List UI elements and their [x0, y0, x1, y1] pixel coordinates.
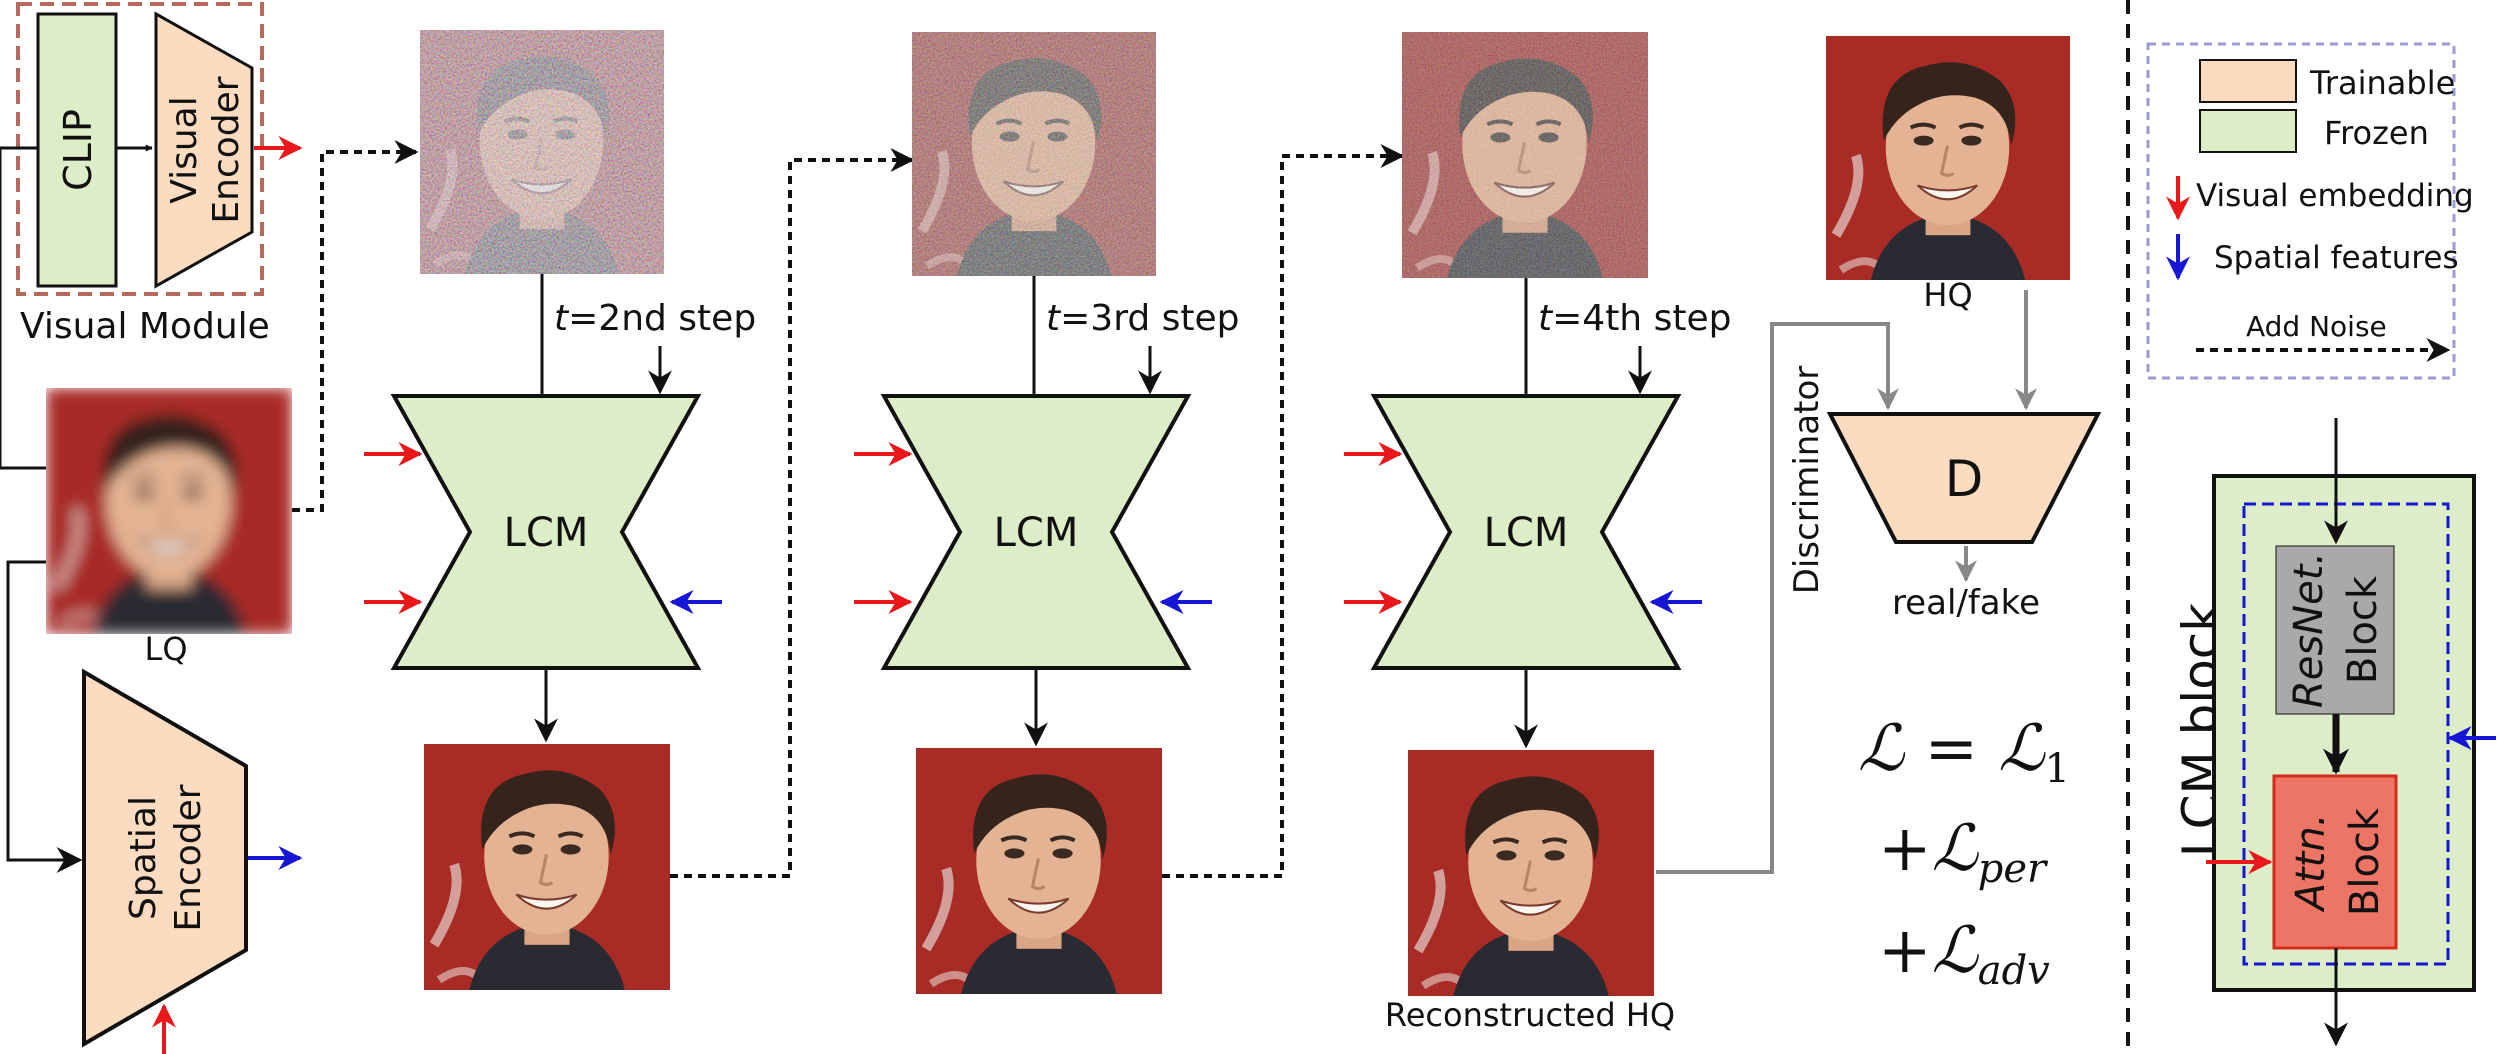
noisy-image-3	[1402, 32, 1648, 278]
legend-spatial-features-label: Spatial features	[2214, 240, 2459, 276]
noisy-image-1	[420, 30, 664, 274]
reconstructed-hq-label: Reconstructed HQ	[1385, 996, 1675, 1034]
legend-frozen-label: Frozen	[2324, 114, 2429, 152]
visual-encoder-box	[154, 11, 254, 289]
visual-module-border	[16, 2, 264, 296]
lq-label: LQ	[144, 630, 187, 668]
legend: Trainable Frozen Visual embedding Spatia…	[2146, 42, 2474, 380]
loss-line-2: +ℒper	[1878, 812, 2049, 892]
legend-visual-embedding-label: Visual embedding	[2196, 178, 2474, 214]
hq-label: HQ	[1923, 276, 1972, 314]
legend-trainable-label: Trainable	[2309, 64, 2455, 102]
discriminator-side-label: Discriminator	[1787, 366, 1827, 595]
step-2: t=3rd step LCM	[854, 32, 1240, 994]
visual-encoder-label-2: Encoder	[206, 76, 247, 223]
visual-encoder-label-1: Visual	[164, 96, 205, 203]
spatial-encoder-label-1: Spatial	[123, 796, 164, 920]
legend-frozen-swatch	[2199, 109, 2297, 153]
output-image-2	[916, 748, 1162, 994]
step-1: t=2nd step LCM	[364, 30, 756, 990]
discriminator: HQ Discriminator D real/fake	[1656, 36, 2102, 874]
reconstructed-to-discriminator-arrow	[1656, 322, 1899, 874]
loss-line-3: +ℒadv	[1878, 914, 2050, 994]
visual-module: CLIP Visual Encoder Visual Module	[16, 2, 303, 347]
lq-image	[46, 388, 292, 634]
legend-trainable-swatch	[2199, 59, 2297, 103]
visual-module-title: Visual Module	[20, 306, 270, 347]
lcm-3	[1370, 394, 1682, 670]
clip-box	[36, 12, 118, 288]
resnet-block-label-2: Block	[2340, 575, 2386, 684]
loss-equation: ℒ = ℒ1 +ℒper +ℒadv	[1858, 712, 2070, 994]
step-2-label: t=3rd step	[1046, 298, 1240, 339]
lcm-1	[390, 394, 702, 670]
lcm-2-label: LCM	[994, 510, 1079, 556]
noisy-image-2	[912, 32, 1156, 276]
lcm-block-detail: LCM block ResNet. Block Attn. Block	[2172, 418, 2496, 1047]
attn-block	[2272, 774, 2398, 950]
hq-image	[1826, 36, 2070, 280]
output-image-1	[424, 744, 670, 990]
output-2-add-noise-path	[1162, 144, 1405, 878]
lq-to-spatial-encoder-line	[6, 560, 83, 873]
discriminator-box	[1826, 412, 2102, 544]
output-1-add-noise-path	[670, 148, 915, 878]
spatial-encoder: Spatial Encoder	[82, 668, 303, 1054]
attn-block-label-2: Block	[2342, 807, 2388, 916]
lcm-3-label: LCM	[1484, 510, 1569, 556]
discriminator-box-label: D	[1945, 450, 1984, 508]
lq-add-noise-path	[292, 140, 419, 512]
resnet-block-label-1: ResNet.	[2286, 552, 2332, 708]
spatial-encoder-box	[82, 668, 248, 1048]
lq-to-clip-line	[0, 146, 46, 470]
legend-border	[2146, 42, 2456, 380]
reconstructed-hq-image	[1408, 750, 1654, 996]
lcm-2	[880, 394, 1192, 670]
legend-add-noise-label: Add Noise	[2246, 310, 2387, 343]
lcm-1-label: LCM	[504, 510, 589, 556]
step-3: t=4th step LCM Reconstructed HQ	[1344, 32, 1731, 1034]
clip-label: CLIP	[56, 109, 100, 191]
loss-line-1: ℒ = ℒ1	[1858, 712, 2070, 792]
attn-block-label-1: Attn.	[2288, 814, 2334, 914]
real-fake-label: real/fake	[1892, 583, 2040, 623]
step-3-label: t=4th step	[1538, 298, 1731, 339]
resnet-block	[2275, 545, 2395, 715]
spatial-encoder-label-2: Encoder	[168, 784, 209, 931]
step-1-label: t=2nd step	[554, 298, 756, 339]
